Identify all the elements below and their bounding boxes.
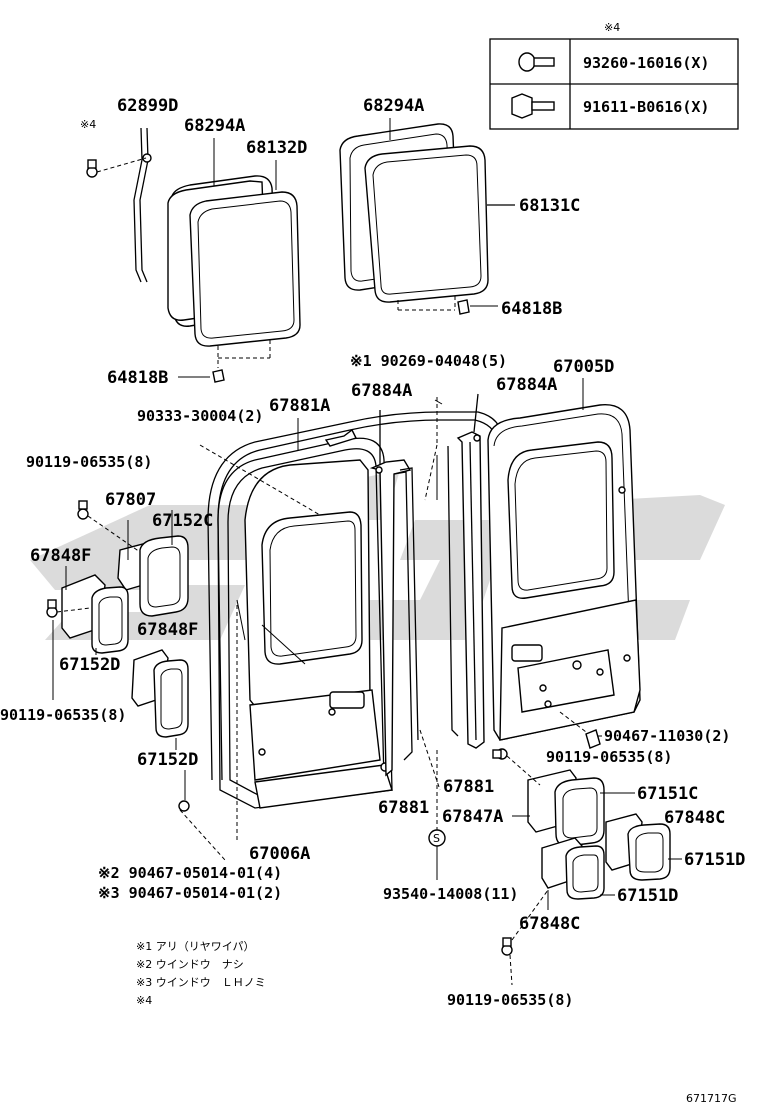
round-bolt-icon xyxy=(518,52,555,72)
left-hinge-brackets xyxy=(46,444,321,738)
label-68132D: 68132D xyxy=(246,138,307,158)
label-90269: ※1 90269-04048(5) xyxy=(350,352,507,370)
left-window-assembly xyxy=(86,127,301,383)
door-handle-icon xyxy=(329,691,365,709)
bolt-icon xyxy=(492,748,508,760)
footnote-4: ※4 xyxy=(136,994,152,1007)
nut-icon xyxy=(178,800,190,812)
label-90119-mid: 90119-06535(8) xyxy=(546,748,672,766)
footnote-2: ※2 ウインドウ ナシ xyxy=(136,958,244,971)
label-67807: 67807 xyxy=(105,490,156,510)
right-hinge-brackets xyxy=(492,729,671,986)
leader-line xyxy=(179,809,226,861)
label-90119-top: 90119-06535(8) xyxy=(26,453,152,471)
clip-icon xyxy=(585,729,601,749)
svg-text:S: S xyxy=(433,832,440,845)
footnote-3: ※3 ウインドウ ＬＨノミ xyxy=(136,976,266,989)
right-back-door xyxy=(487,404,641,741)
label-68131C: 68131C xyxy=(519,196,580,216)
footnote-1: ※1 アリ（リヤワイパ） xyxy=(136,940,255,953)
s-marker: S xyxy=(428,829,446,880)
part-labels: 62899D ※4 68294A 68132D 68294A 68131C 64… xyxy=(0,96,745,1009)
hex-bolt-icon xyxy=(511,93,555,119)
right-window-assembly xyxy=(339,123,515,315)
bolt-icon xyxy=(77,500,89,520)
left-back-door xyxy=(217,437,393,840)
label-93540: 93540-14008(11) xyxy=(383,885,518,903)
label-90333: 90333-30004(2) xyxy=(137,407,263,425)
figure-id: 671717G xyxy=(686,1092,737,1105)
bolt-icon xyxy=(501,937,513,956)
label-67848C-right: 67848C xyxy=(664,808,725,828)
label-67884A-left: 67884A xyxy=(351,381,412,401)
leader-line xyxy=(419,729,441,791)
label-67848F-mid: 67848F xyxy=(137,620,198,640)
legend-part-2: 91611-B0616(X) xyxy=(583,98,709,116)
bolt-icon xyxy=(46,599,58,618)
label-67881-left: 67881 xyxy=(378,798,429,818)
label-67881A: 67881A xyxy=(269,396,330,416)
label-67847A: 67847A xyxy=(442,807,503,827)
clip-icon xyxy=(212,369,225,383)
label-90467-11030: 90467-11030(2) xyxy=(604,727,730,745)
label-note4: ※4 xyxy=(80,118,96,131)
label-90119-left: 90119-06535(8) xyxy=(0,706,126,724)
label-64818B-right: 64818B xyxy=(501,299,562,319)
label-68294A-left: 68294A xyxy=(184,116,245,136)
label-67151D-bot: 67151D xyxy=(617,886,678,906)
label-90467-a: ※2 90467-05014-01(4) xyxy=(98,864,282,882)
label-67884A-right: 67884A xyxy=(496,375,557,395)
label-68294A-right: 68294A xyxy=(363,96,424,116)
label-90119-bot: 90119-06535(8) xyxy=(447,991,573,1009)
label-67848C-bot: 67848C xyxy=(519,914,580,934)
door-handle-icon xyxy=(511,644,543,662)
clip-icon xyxy=(457,299,470,315)
vertical-seal-strips xyxy=(369,393,485,777)
label-67151D-right: 67151D xyxy=(684,850,745,870)
legend-marker: ※4 xyxy=(604,21,620,34)
legend-table: ※4 93260-16016(X) 91611-B0616(X) xyxy=(489,21,739,130)
label-67152D-bot: 67152D xyxy=(137,750,198,770)
label-64818B-left: 64818B xyxy=(107,368,168,388)
label-62899D: 62899D xyxy=(117,96,178,116)
label-67152D-top: 67152D xyxy=(59,655,120,675)
label-67152C: 67152C xyxy=(152,511,213,531)
bolt-icon xyxy=(86,159,98,178)
label-67151C: 67151C xyxy=(637,784,698,804)
footnotes: ※1 アリ（リヤワイパ） ※2 ウインドウ ナシ ※3 ウインドウ ＬＨノミ ※… xyxy=(136,940,266,1007)
label-67005D: 67005D xyxy=(553,357,614,377)
legend-part-1: 93260-16016(X) xyxy=(583,54,709,72)
weatherstrip xyxy=(207,411,503,781)
label-67848F-left: 67848F xyxy=(30,546,91,566)
label-67006A: 67006A xyxy=(249,844,310,864)
label-90467-b: ※3 90467-05014-01(2) xyxy=(98,884,282,902)
label-67881-right: 67881 xyxy=(443,777,494,797)
